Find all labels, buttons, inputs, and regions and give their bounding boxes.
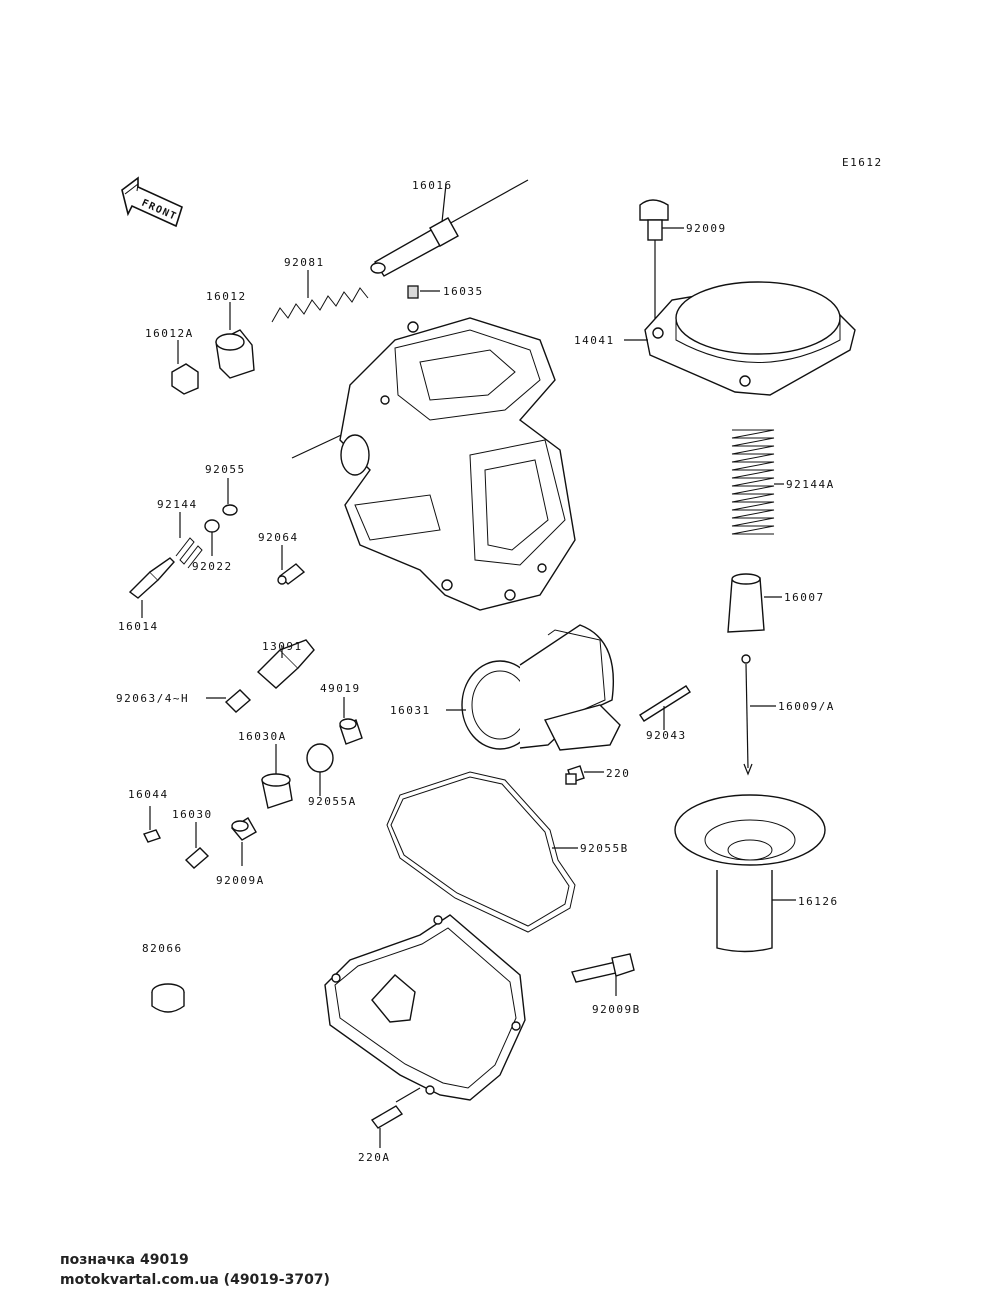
label-92081: 92081 [284,256,325,269]
part-16044 [143,806,161,843]
part-92081-spring [271,270,369,323]
label-16126: 16126 [798,895,839,908]
part-16014 [128,557,175,618]
label-16009A: 16009/A [778,700,835,713]
part-16012A [171,340,199,395]
part-16030A [261,744,293,809]
part-92009 [639,199,684,320]
part-14041-cover [624,281,856,396]
part-16126-piston [674,794,826,953]
part-220A [370,1087,421,1148]
part-92009B [571,953,635,996]
label-220: 220 [606,767,630,780]
part-92022 [204,519,220,556]
label-82066: 82066 [142,942,183,955]
float-bowl [324,914,526,1101]
label-16031: 16031 [390,704,431,717]
part-49019 [339,697,363,745]
label-13091: 13091 [262,640,303,653]
carburetor-body [291,317,576,611]
part-92043 [639,685,691,730]
label-92043: 92043 [646,729,687,742]
label-92144A: 92144A [786,478,835,491]
part-labels: 16016 92009 92081 16012 16035 16012A 140… [116,179,839,1164]
part-92055A [306,743,334,796]
label-16035: 16035 [443,285,484,298]
part-16009A-needle [741,654,776,776]
diagram-code: E1612 [842,156,883,169]
label-92055B: 92055B [580,842,629,855]
label-16044: 16044 [128,788,169,801]
label-92055A: 92055A [308,795,357,808]
label-14041: 14041 [574,334,615,347]
part-92144-spring [175,512,203,569]
part-82066 [151,983,185,1013]
part-92144A-spring [731,429,784,535]
label-92064: 92064 [258,531,299,544]
label-92063: 92063/4~H [116,692,189,705]
label-16012: 16012 [206,290,247,303]
label-92009B: 92009B [592,1003,641,1016]
label-16012A: 16012A [145,327,194,340]
part-220 [565,765,604,785]
part-16016 [370,179,529,277]
part-92064 [277,545,306,585]
label-16007: 16007 [784,591,825,604]
part-16035 [407,285,440,299]
part-92055 [222,478,238,516]
part-92063 [206,689,252,713]
footer-part-mark: позначка 49019 [60,1252,189,1268]
label-16014: 16014 [118,620,159,633]
part-16030 [184,822,210,869]
label-92022: 92022 [192,560,233,573]
label-220A: 220A [358,1151,391,1164]
part-16012 [215,302,255,379]
label-16030: 16030 [172,808,213,821]
part-16031 [446,624,621,751]
label-16030A: 16030A [238,730,287,743]
label-92009A: 92009A [216,874,265,887]
label-92009: 92009 [686,222,727,235]
label-16016: 16016 [412,179,453,192]
front-arrow-icon: FRONT [121,176,183,228]
label-49019: 49019 [320,682,361,695]
label-92144: 92144 [157,498,198,511]
footer-source-link[interactable]: motokvartal.com.ua (49019-3707) [60,1272,330,1288]
part-92009A [230,817,257,866]
label-92055: 92055 [205,463,246,476]
part-92055B-gasket [386,771,578,933]
part-16007 [727,573,782,633]
part-13091 [256,639,315,689]
